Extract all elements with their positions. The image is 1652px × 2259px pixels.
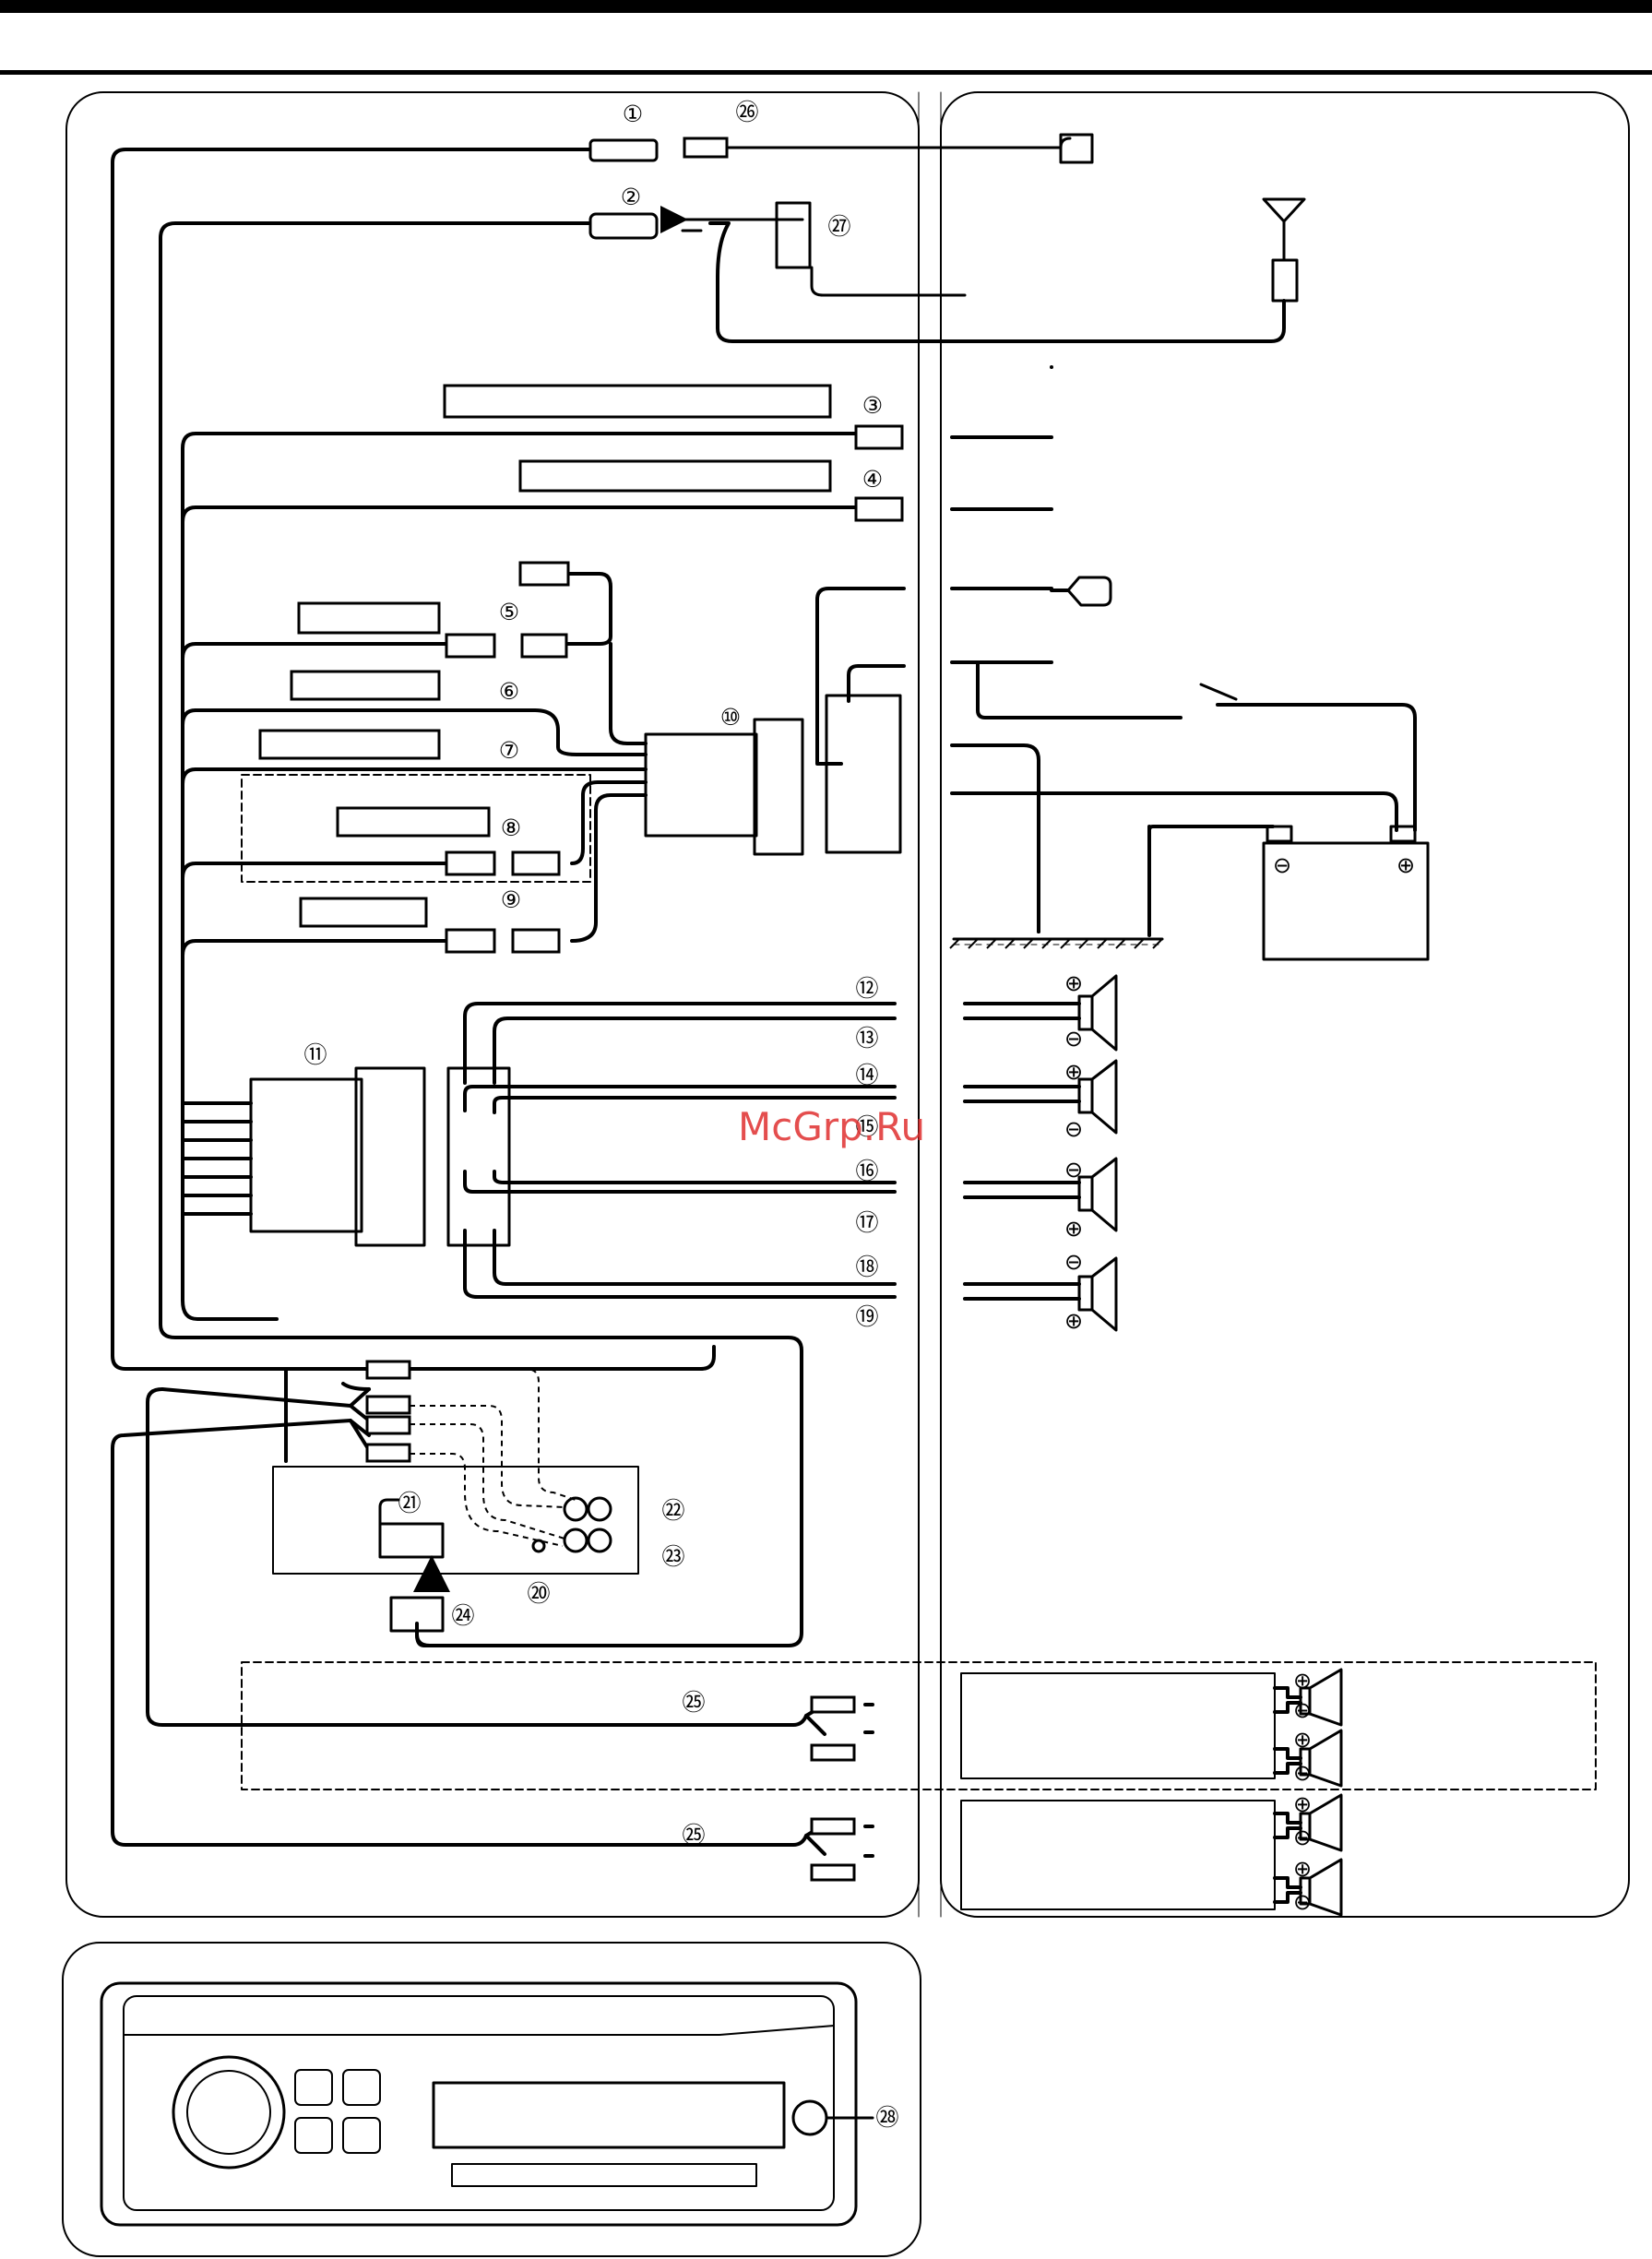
svg-text:⊕: ⊕ [1293, 1668, 1312, 1694]
svg-text:⊕: ⊕ [1064, 970, 1083, 996]
callout-14: ⑭ [855, 1062, 878, 1088]
wire-6 [183, 710, 646, 755]
wire-9 [181, 939, 454, 957]
svg-text:⊖: ⊖ [1064, 1026, 1083, 1052]
svg-text:⊖: ⊖ [1064, 1157, 1083, 1183]
volume-knob [172, 2055, 286, 2170]
callout-3: ③ [862, 392, 883, 419]
svg-text:⊖: ⊖ [1293, 1697, 1312, 1723]
connector-10-vehicle [825, 694, 902, 854]
svg-text:⊖: ⊖ [1293, 1825, 1312, 1850]
connector-11-vehicle [446, 1066, 511, 1247]
usb-plug [1059, 133, 1094, 164]
wire-6b [194, 708, 648, 756]
callout-22: ㉒ [661, 1497, 684, 1524]
speaker-rear-left [1077, 1157, 1118, 1232]
antenna-adapter [775, 201, 812, 269]
callout-20: ⑳ [527, 1580, 550, 1607]
callout-8: ⑧ [501, 814, 521, 841]
svg-text:⊖: ⊖ [1064, 1249, 1083, 1275]
rca-trunk-2 [111, 1419, 795, 1847]
amplifier-2 [960, 1800, 1276, 1910]
callout-7: ⑦ [499, 737, 519, 764]
callout-26: ㉖ [735, 99, 758, 125]
switch-line [1199, 683, 1238, 701]
svg-text:⊕: ⊕ [1293, 1856, 1312, 1882]
callout-24: ㉔ [451, 1602, 474, 1629]
wire-8-to-10 [570, 780, 648, 865]
wire-4 [181, 505, 878, 524]
connector-11-plug [354, 1066, 426, 1247]
callout-10: ⑩ [720, 704, 741, 731]
callout-15: ⑮ [855, 1113, 878, 1140]
callout-11: ⑪ [303, 1041, 327, 1068]
head-unit-body [100, 1981, 858, 2227]
callout-2: ② [621, 184, 641, 210]
wire-5-link [563, 572, 612, 646]
wire-5-to-10 [609, 642, 648, 745]
svg-text:⊖: ⊖ [1064, 1116, 1083, 1142]
port-21 [378, 1522, 445, 1559]
svg-text:⊖: ⊖ [1293, 1889, 1312, 1915]
callout-25a: ㉕ [682, 1689, 705, 1716]
svg-text:⊕: ⊕ [1064, 1216, 1083, 1242]
wire-right-1 [815, 587, 906, 766]
callout-4: ④ [862, 466, 883, 493]
wire-8 [181, 862, 454, 880]
trunk-wire-1 [111, 148, 716, 1371]
callout-23: ㉓ [661, 1543, 684, 1570]
antenna-symbol [1262, 197, 1306, 262]
callout-19: ⑲ [855, 1303, 878, 1330]
callout-25b: ㉕ [682, 1822, 705, 1849]
watermark-text: McGrp.Ru [738, 1104, 925, 1149]
callout-9: ⑨ [501, 886, 521, 913]
front-panel-frame [62, 1942, 921, 2257]
rca-trunk-1 [160, 1387, 371, 1408]
battery [1262, 841, 1430, 961]
tuner-box [272, 1466, 639, 1575]
aux-input [791, 2099, 828, 2136]
svg-text:⊕: ⊕ [1064, 1059, 1083, 1085]
svg-text:⊕: ⊕ [1064, 1308, 1083, 1334]
callout-21: ㉑ [398, 1490, 421, 1516]
svg-text:⊖: ⊖ [1273, 852, 1291, 878]
svg-text:⊕: ⊕ [1293, 1727, 1312, 1753]
speaker-front-right [1077, 1059, 1118, 1135]
svg-text:⊖: ⊖ [1293, 1760, 1312, 1786]
callout-27: ㉗ [827, 213, 850, 240]
wire-5 [181, 642, 452, 660]
option-box-8 [241, 774, 591, 883]
amplifier-1 [960, 1672, 1276, 1779]
callout-1: ① [623, 101, 643, 127]
svg-text:⊕: ⊕ [1396, 852, 1415, 878]
callout-5: ⑤ [499, 599, 519, 625]
connector-10-box [644, 732, 758, 838]
ignition-flag [1066, 576, 1112, 607]
connector-11-box [249, 1077, 363, 1233]
callout-18: ⑱ [855, 1254, 878, 1280]
speaker-rear-right [1077, 1256, 1118, 1332]
antenna-plug [1271, 258, 1299, 303]
callout-16: ⑯ [855, 1158, 878, 1184]
callout-6: ⑥ [499, 678, 519, 705]
svg-text:⊕: ⊕ [1293, 1791, 1312, 1817]
wire-right-2 [847, 664, 906, 703]
wire-9-to-10 [570, 793, 648, 943]
header-bar [0, 0, 1652, 13]
callout-28: ㉘ [875, 2104, 898, 2131]
connector-10-plug [753, 718, 804, 856]
header-rule [0, 70, 1652, 75]
callout-12: ⑫ [855, 975, 878, 1002]
callout-17: ⑰ [855, 1209, 878, 1236]
speaker-front-left [1077, 974, 1118, 1052]
callout-13: ⑬ [855, 1025, 878, 1052]
